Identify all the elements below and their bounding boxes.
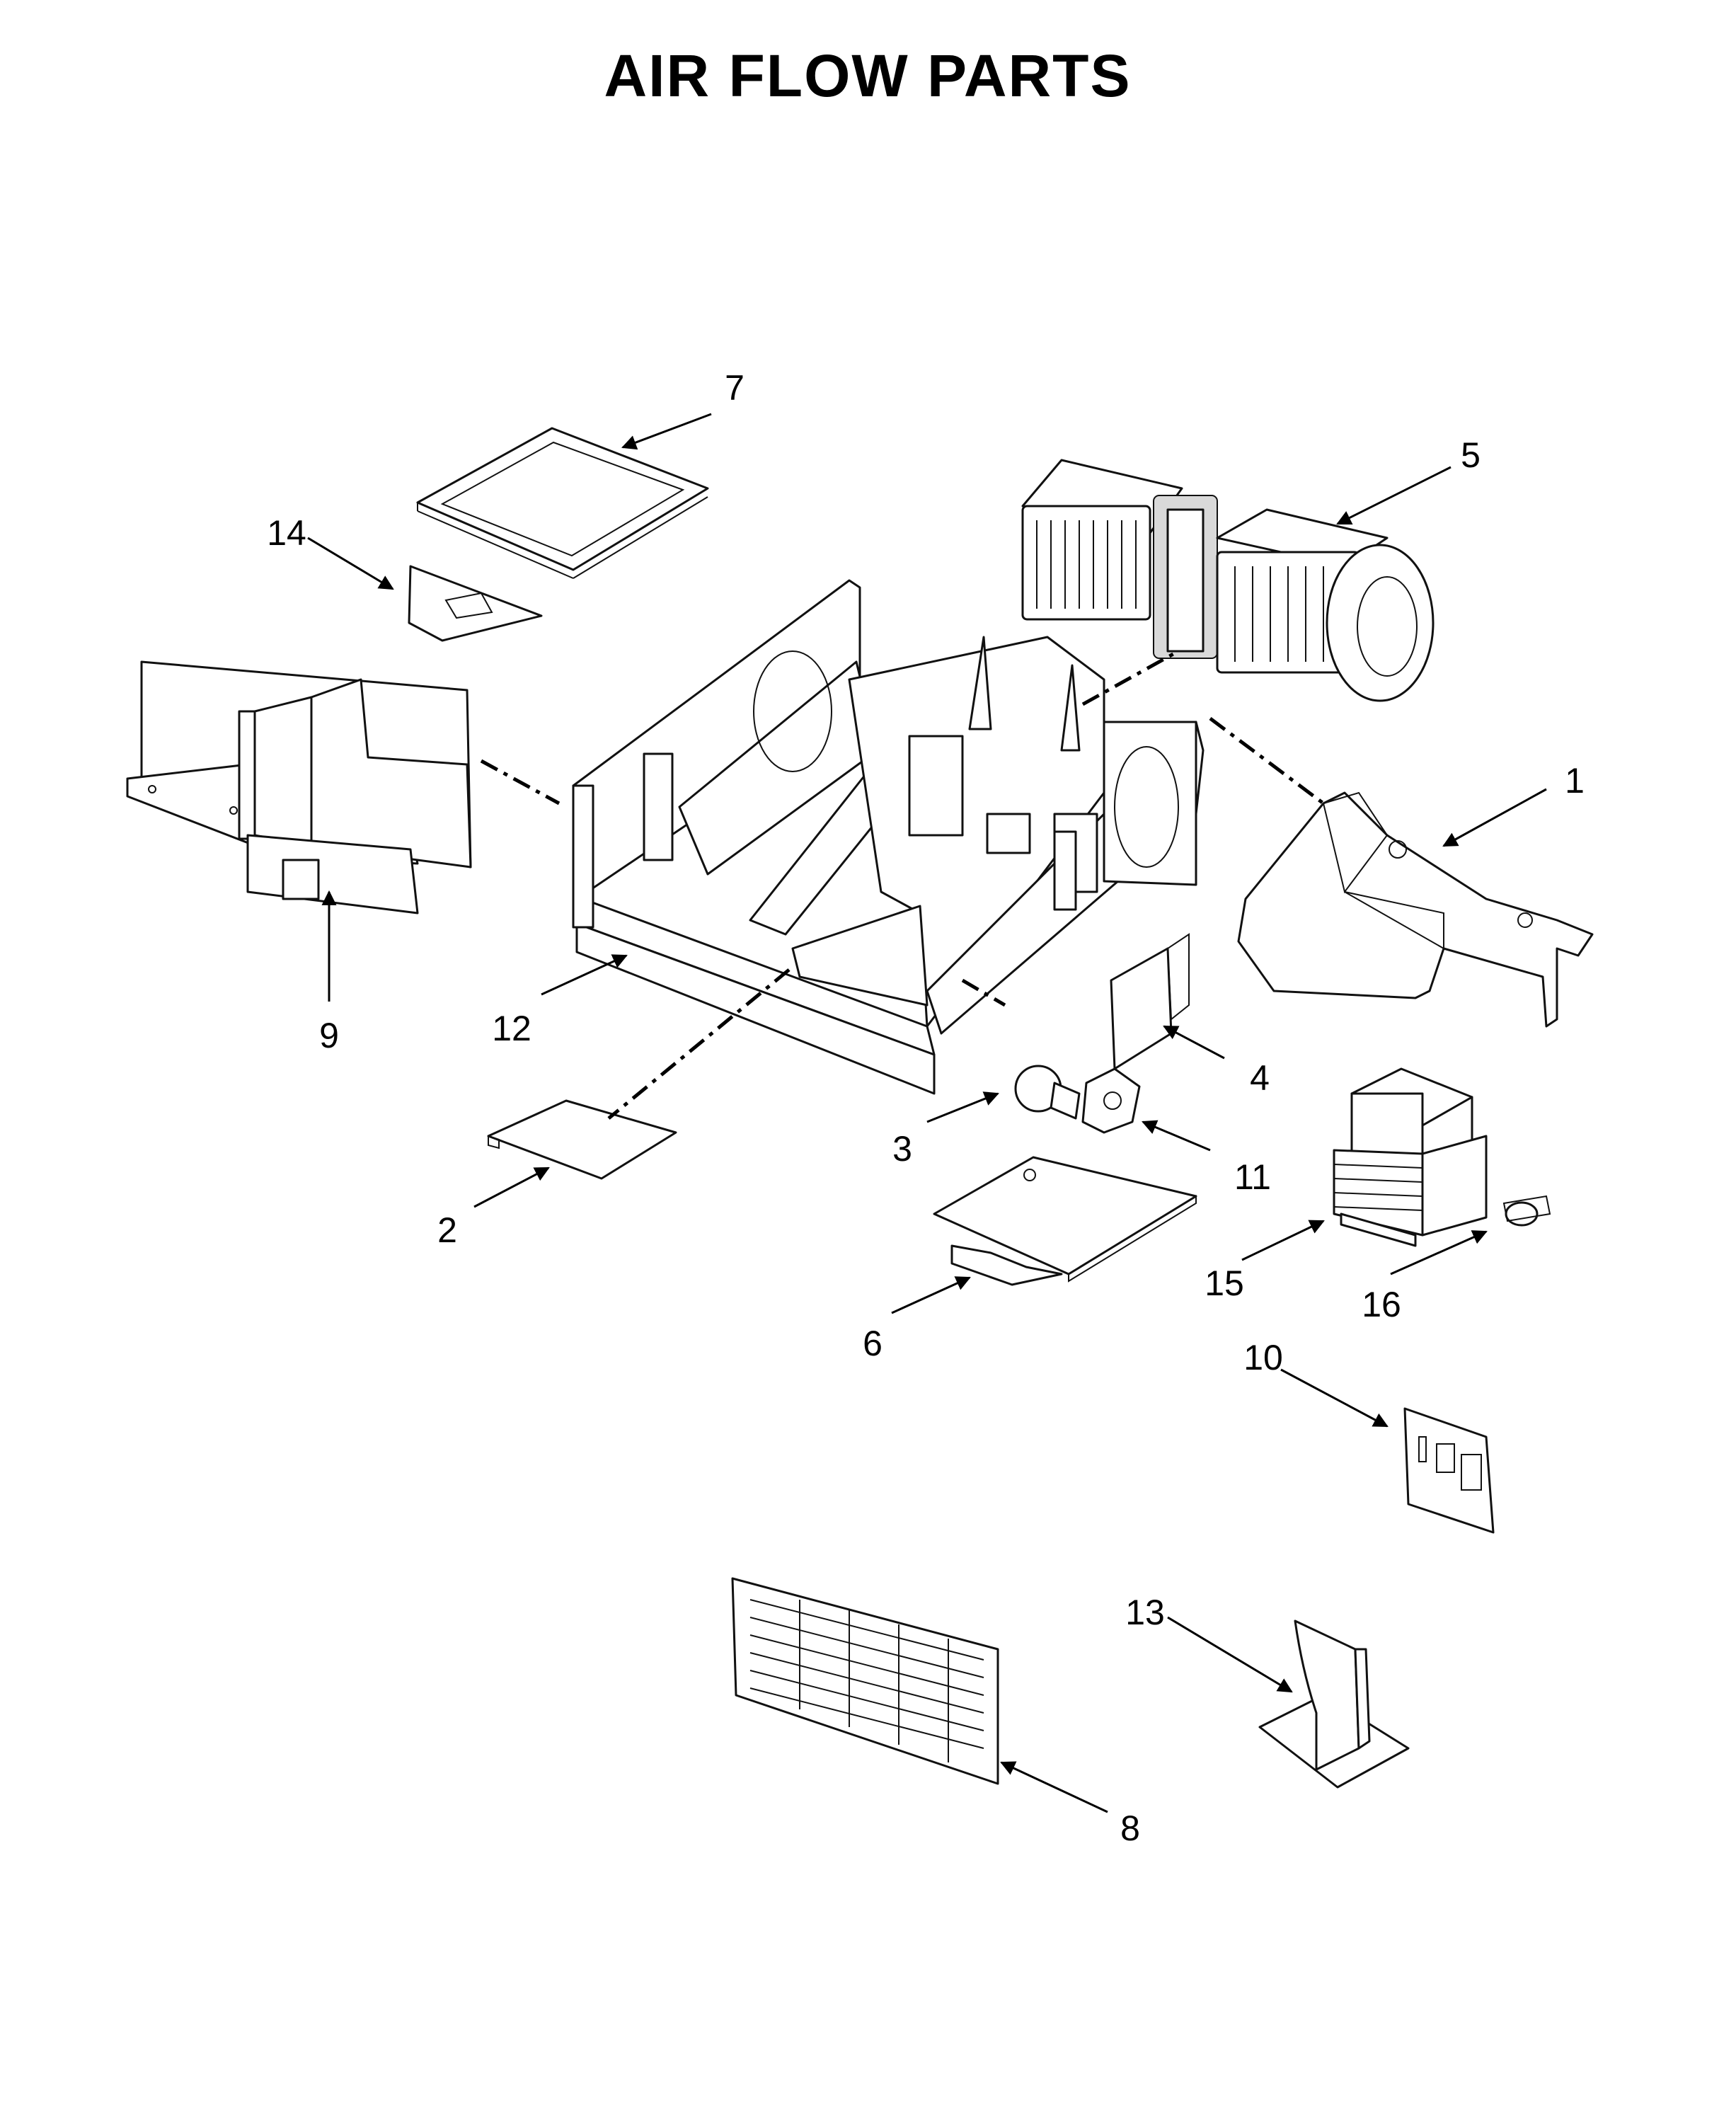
callout-labels: 7 5 14 1 9 12 4 3 11 2 15 16 6 10 13 8 <box>267 368 1585 1848</box>
part-7-filter-frame <box>416 427 709 579</box>
part-12-cavity-base <box>572 579 1205 1095</box>
part-9-left-duct <box>126 660 472 914</box>
callout-14: 14 <box>267 513 306 553</box>
part-6-bottom-plate <box>933 1156 1197 1286</box>
callout-12: 12 <box>492 1009 531 1048</box>
callout-9: 9 <box>319 1016 339 1055</box>
part-16-thermostat <box>1502 1195 1551 1227</box>
part-3-lamp <box>1014 1065 1081 1120</box>
callout-13: 13 <box>1125 1593 1165 1632</box>
callout-1: 1 <box>1565 761 1585 801</box>
assembly-lines <box>480 649 1325 1120</box>
callout-4: 4 <box>1250 1058 1270 1098</box>
callout-6: 6 <box>863 1324 883 1363</box>
leader-arrows <box>307 413 1547 1813</box>
callout-15: 15 <box>1205 1263 1244 1303</box>
callout-10: 10 <box>1243 1338 1283 1377</box>
part-14-plate <box>408 565 543 642</box>
callout-5: 5 <box>1461 435 1481 475</box>
callout-2: 2 <box>437 1210 457 1250</box>
callout-3: 3 <box>892 1129 912 1169</box>
part-4-bracket <box>1110 933 1190 1070</box>
callout-11: 11 <box>1234 1157 1271 1197</box>
part-10-label-card <box>1403 1407 1495 1534</box>
part-8-vent-grille <box>731 1577 999 1785</box>
callout-16: 16 <box>1362 1285 1401 1324</box>
callout-8: 8 <box>1120 1808 1140 1848</box>
diagram-title: AIR FLOW PARTS <box>604 42 1131 109</box>
part-13-duct-adapter <box>1258 1619 1410 1789</box>
part-15-transformer <box>1333 1067 1488 1247</box>
callout-7: 7 <box>725 368 745 408</box>
part-1-right-duct <box>1237 791 1594 1028</box>
part-2-cover-plate <box>487 1099 677 1180</box>
part-11-lamp-socket <box>1081 1067 1141 1134</box>
part-5-blower-motor <box>1021 459 1435 702</box>
